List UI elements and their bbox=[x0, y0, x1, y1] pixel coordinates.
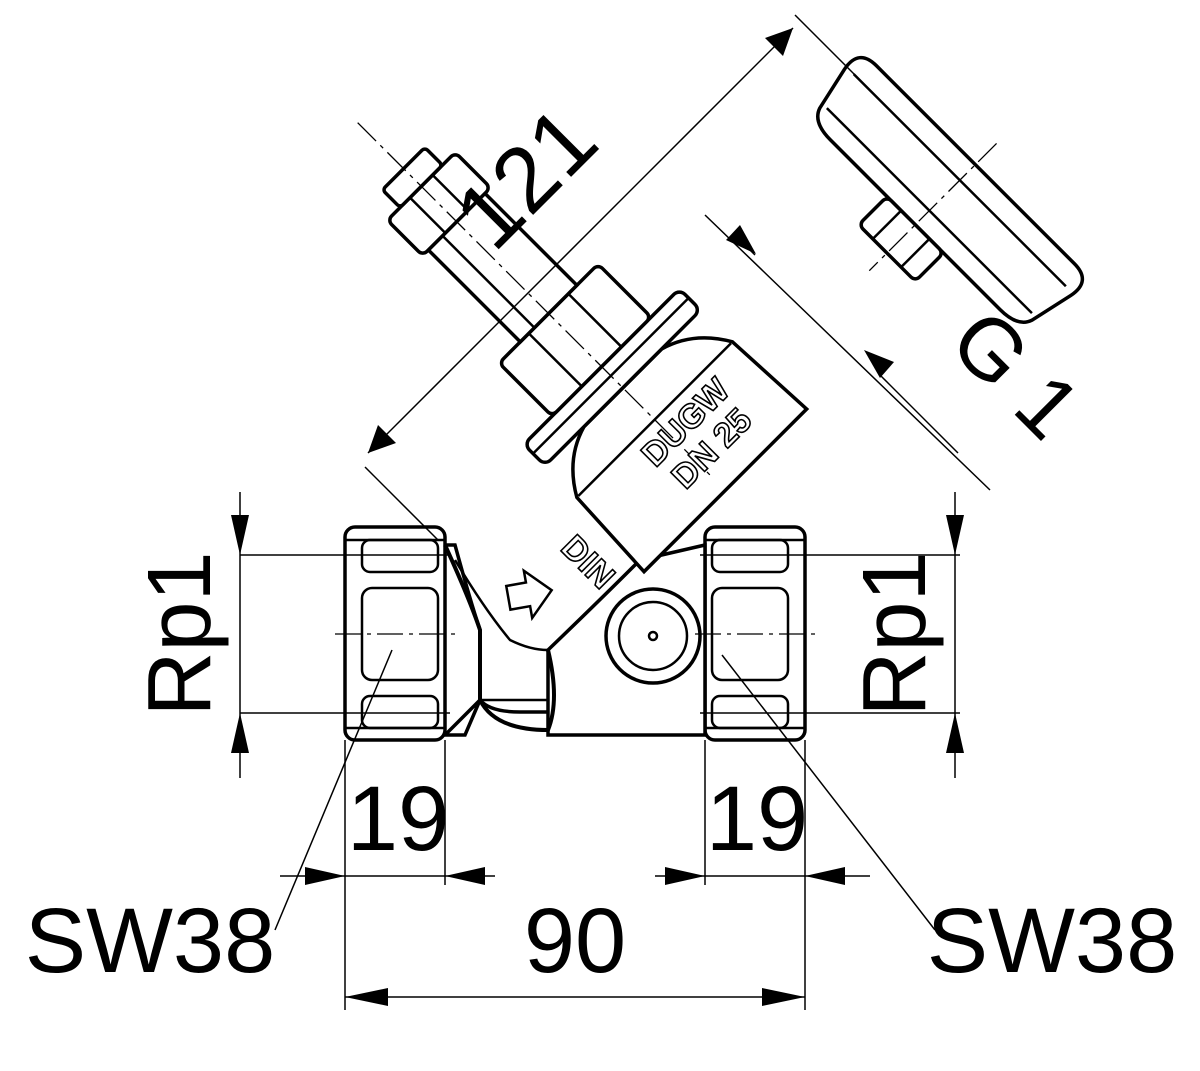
dim-sw38-right: SW38 bbox=[721, 654, 1178, 992]
dim-rp1-right: Rp1 bbox=[700, 492, 964, 778]
valve-bonnet: DUGW DN 25 bbox=[357, 122, 810, 575]
flow-arrow-icon bbox=[504, 567, 554, 622]
dim-90-label: 90 bbox=[524, 890, 626, 992]
dim-rp1-left: Rp1 bbox=[130, 492, 450, 778]
dim-rp1-left-label: Rp1 bbox=[130, 551, 230, 716]
dim-19-left: 19 bbox=[280, 740, 495, 1010]
dim-rp1-right-label: Rp1 bbox=[845, 551, 945, 716]
drain-plug bbox=[604, 587, 702, 685]
dim-19-right: 19 bbox=[655, 740, 870, 1010]
dim-19-left-label: 19 bbox=[347, 768, 449, 870]
dim-sw38-left: SW38 bbox=[25, 649, 393, 992]
dim-90: 90 bbox=[345, 890, 805, 1006]
dim-g1-label: G 1 bbox=[933, 292, 1099, 458]
dim-sw38-left-label: SW38 bbox=[25, 890, 276, 992]
handwheel bbox=[816, 55, 1085, 324]
dim-19-right-label: 19 bbox=[706, 768, 808, 870]
dim-sw38-right-label: SW38 bbox=[927, 890, 1178, 992]
